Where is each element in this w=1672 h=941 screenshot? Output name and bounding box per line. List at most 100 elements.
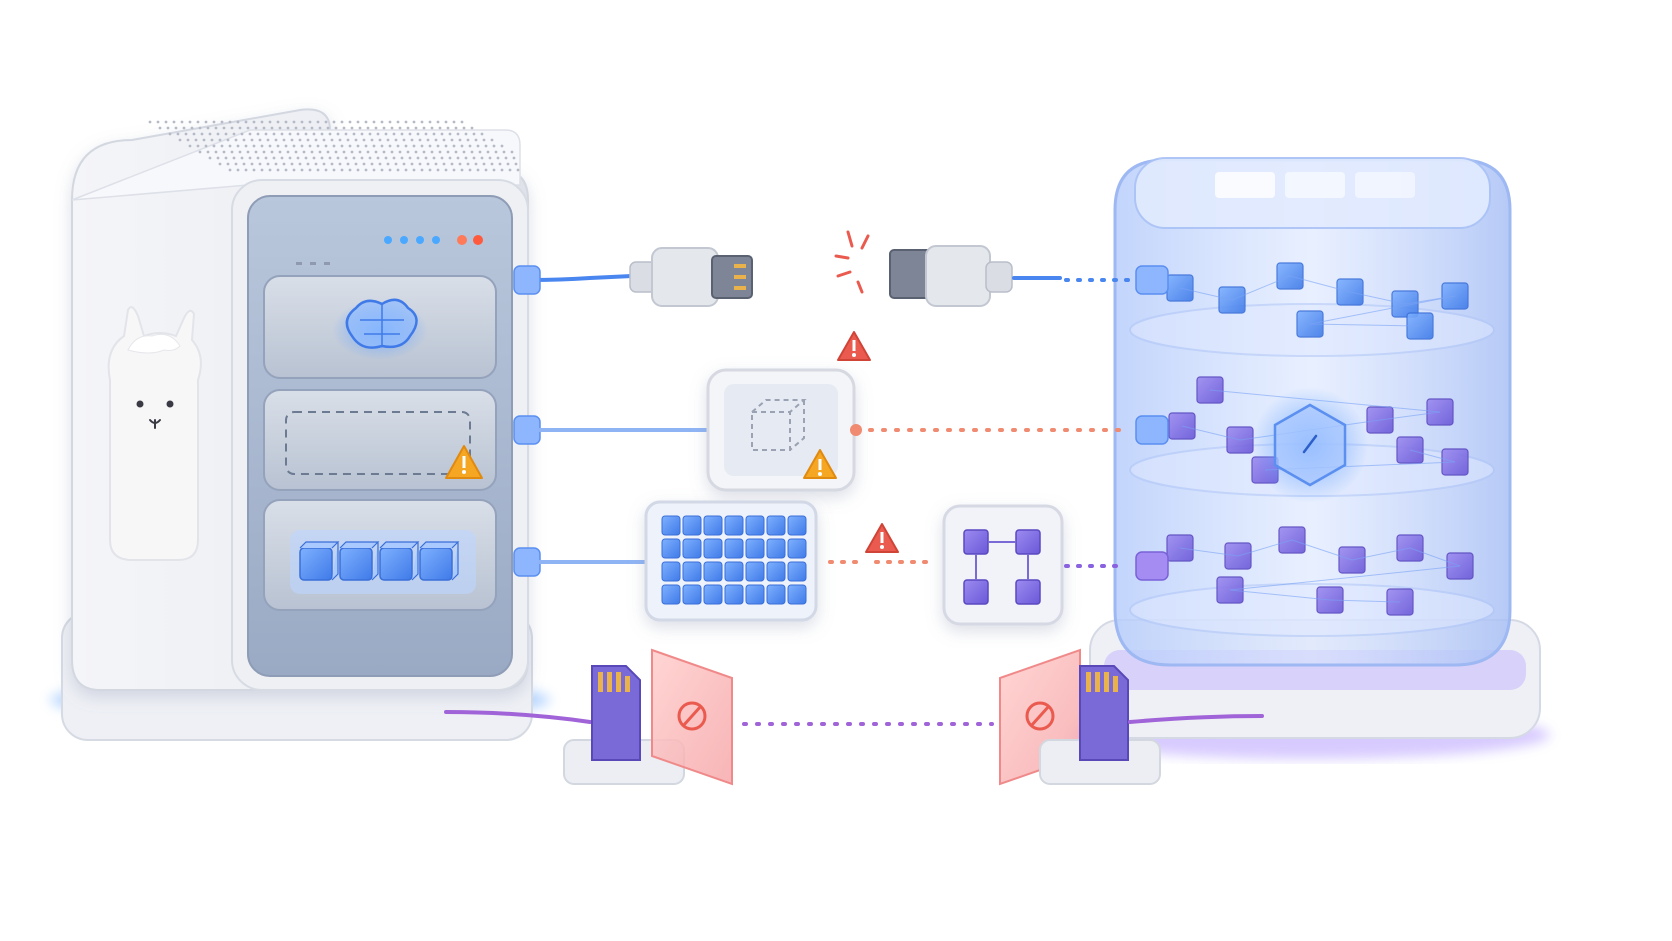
vent-hole [364,144,368,148]
vent-hole [228,120,232,124]
vent-hole [510,150,514,154]
node-link [1351,547,1411,561]
vent-hole [180,120,184,124]
vent-hole [362,162,366,166]
vent-hole [328,156,332,160]
vent-hole [334,126,338,130]
vent-hole [262,150,266,154]
vent-hole [494,150,498,154]
tensor-cell [766,561,786,582]
vent-hole [454,126,458,130]
vent-hole [178,138,182,142]
blocked-icon [1025,701,1055,731]
vent-hole [366,150,370,154]
vent-hole [318,150,322,154]
node-link [1409,449,1456,463]
vent-hole [368,156,372,160]
vent-hole [472,156,476,160]
vent-hole [390,150,394,154]
warning-icon [445,445,483,479]
vent-hole [424,156,428,160]
vent-hole [202,138,206,142]
vent-hole [456,132,460,136]
vent-hole [294,150,298,154]
vent-hole [214,150,218,154]
tensor-cell [682,538,702,559]
cube [419,547,453,581]
vent-hole [302,126,306,130]
port-plug [1135,551,1169,581]
vent-hole [164,120,168,124]
vent-hole [238,150,242,154]
status-led-error [473,235,483,245]
vent-hole [236,168,240,172]
vent-hole [372,144,376,148]
vent-hole [462,150,466,154]
vent-hole [300,144,304,148]
vent-hole [416,132,420,136]
vent-hole [484,144,488,148]
sd-card-right [1039,665,1161,785]
vent-hole [340,144,344,148]
tensor-cell [682,561,702,582]
vent-hole [364,120,368,124]
vent-hole [228,144,232,148]
vent-hole [380,168,384,172]
vent-hole [200,132,204,136]
vent-hole [430,150,434,154]
vent-hole [516,168,520,172]
vent-hole [206,126,210,130]
node-link [1231,275,1291,301]
vent-hole [392,156,396,160]
vent-hole [508,168,512,172]
llama-icon [107,306,202,561]
vent-hole [292,144,296,148]
vent-hole [198,126,202,130]
vent-hole [168,132,172,136]
vent-hole [242,138,246,142]
vent-hole [408,132,412,136]
status-led-warning [457,235,467,245]
vent-hole [234,138,238,142]
vent-hole [492,144,496,148]
vent-hole [386,162,390,166]
usb-plug-right [889,245,1013,307]
vent-hole [352,156,356,160]
vent-hole [458,162,462,166]
vent-hole [346,138,350,142]
vent-hole [442,138,446,142]
vent-hole [498,162,502,166]
vent-hole [512,156,516,160]
vent-hole [484,168,488,172]
status-leds [296,235,483,265]
vent-hole [360,156,364,160]
empty-cube-icon [751,399,807,451]
vent-hole [354,138,358,142]
vent-hole [372,120,376,124]
node-link [1291,539,1353,561]
tensor-cell [661,584,681,605]
vent-hole [204,120,208,124]
vent-hole [360,132,364,136]
vent-hole [252,120,256,124]
vent-hole [428,120,432,124]
vent-hole [198,150,202,154]
port-plug [513,547,541,577]
vent-hole [336,156,340,160]
vent-hole [236,120,240,124]
port-plug [1135,415,1169,445]
vent-hole [440,156,444,160]
vent-hole [418,162,422,166]
vent-hole [446,126,450,130]
vent-hole [376,132,380,136]
vent-hole [402,138,406,142]
tensor-cell [682,584,702,605]
tensor-cell [703,584,723,605]
vent-hole [304,132,308,136]
vent-hole [352,132,356,136]
model-panel-empty [263,389,497,491]
vent-hole [454,150,458,154]
vent-hole [294,126,298,130]
vent-hole [450,138,454,142]
